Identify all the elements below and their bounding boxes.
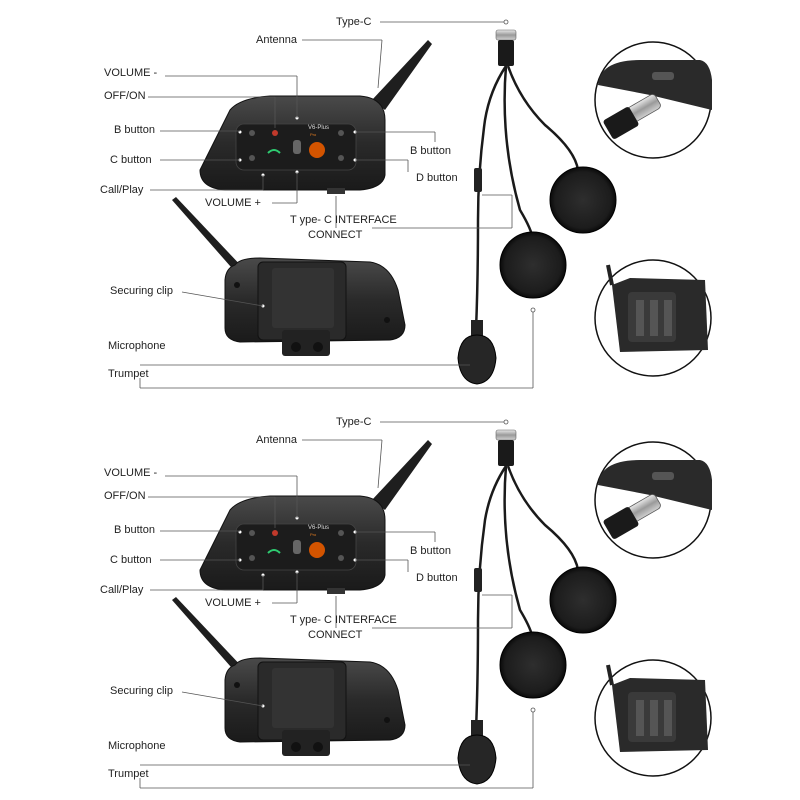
brand-logo-icon: [309, 542, 325, 558]
label-typec-connect: CONNECT: [308, 629, 363, 641]
label-volume-minus: VOLUME -: [104, 467, 158, 479]
label-type-c: Type-C: [336, 416, 372, 428]
label-b-button-right: B button: [410, 545, 451, 557]
typec-plug-body: [498, 40, 514, 66]
label-trumpet: Trumpet: [108, 768, 149, 780]
antenna-back-shape: [172, 597, 245, 675]
label-d-button: D button: [416, 172, 458, 184]
callout-lines: [139, 19, 536, 389]
label-typec-interface: T ype- C INTERFACE: [290, 214, 397, 226]
typec-plug-tip: [495, 429, 517, 441]
intercom-illustration: V6-Plus Pro: [139, 419, 712, 789]
detail-circle-typec: [594, 41, 712, 159]
label-volume-plus: VOLUME +: [205, 197, 261, 209]
cable-splitter: [474, 568, 482, 592]
label-trumpet: Trumpet: [108, 368, 149, 380]
callout-lines: [139, 419, 536, 789]
speaker-pad-left: [499, 231, 567, 299]
label-antenna: Antenna: [256, 34, 297, 46]
intercom-front-unit: V6-Plus Pro: [199, 40, 432, 194]
svg-text:V6-Plus: V6-Plus: [308, 125, 329, 131]
microphone-foam: [457, 734, 497, 785]
label-d-button: D button: [416, 572, 458, 584]
headset-assembly: [457, 429, 617, 785]
intercom-back-unit: [172, 197, 406, 356]
detail-circle-clip: [594, 659, 712, 777]
speaker-pad-left: [499, 631, 567, 699]
mic-slot: [293, 140, 301, 154]
microphone-foam: [457, 334, 497, 385]
label-typec-connect: CONNECT: [308, 229, 363, 241]
typec-port: [327, 588, 345, 594]
label-call-play: Call/Play: [100, 584, 144, 596]
intercom-front-unit: V6-Plus Pro: [199, 440, 432, 594]
intercom-illustration: V6-Plus Pro: [139, 19, 712, 389]
label-microphone: Microphone: [108, 340, 166, 352]
label-off-on: OFF/ON: [104, 490, 146, 502]
power-button-icon: [272, 130, 278, 136]
b-button-icon: [249, 130, 255, 136]
label-b-button-right: B button: [410, 145, 451, 157]
typec-plug-body: [498, 440, 514, 466]
brand-logo-icon: [309, 142, 325, 158]
label-c-button: C button: [110, 154, 152, 166]
speaker-pad-right: [549, 166, 617, 234]
label-b-button-left: B button: [114, 124, 155, 136]
label-c-button: C button: [110, 554, 152, 566]
antenna-shape: [372, 40, 432, 110]
diagram-panel-bottom: V6-Plus Pro: [0, 400, 800, 800]
detail-circle-typec: [594, 441, 712, 559]
label-securing-clip: Securing clip: [110, 685, 173, 697]
label-securing-clip: Securing clip: [110, 285, 173, 297]
c-button-icon: [249, 555, 255, 561]
intercom-back-unit: [172, 597, 406, 756]
label-type-c: Type-C: [336, 16, 372, 28]
b-button-icon: [249, 530, 255, 536]
c-button-icon: [249, 155, 255, 161]
label-antenna: Antenna: [256, 434, 297, 446]
label-typec-interface: T ype- C INTERFACE: [290, 614, 397, 626]
label-volume-plus: VOLUME +: [205, 597, 261, 609]
label-microphone: Microphone: [108, 740, 166, 752]
antenna-back-shape: [172, 197, 245, 275]
label-b-button-left: B button: [114, 524, 155, 536]
power-button-icon: [272, 530, 278, 536]
antenna-shape: [372, 440, 432, 510]
call-button-icon: [267, 549, 281, 554]
headset-assembly: [457, 29, 617, 385]
speaker-pad-right: [549, 566, 617, 634]
diagram-panel-top: V6-Plus Pro: [100, 16, 712, 389]
cable-splitter: [474, 168, 482, 192]
detail-circle-clip: [594, 259, 712, 377]
call-button-icon: [267, 149, 281, 154]
label-volume-minus: VOLUME -: [104, 67, 158, 79]
label-call-play: Call/Play: [100, 184, 144, 196]
mic-slot: [293, 540, 301, 554]
typec-plug-tip: [495, 29, 517, 41]
typec-port: [327, 188, 345, 194]
svg-text:V6-Plus: V6-Plus: [308, 525, 329, 531]
svg-text:Pro: Pro: [310, 132, 317, 137]
svg-text:Pro: Pro: [310, 532, 317, 537]
label-off-on: OFF/ON: [104, 90, 146, 102]
